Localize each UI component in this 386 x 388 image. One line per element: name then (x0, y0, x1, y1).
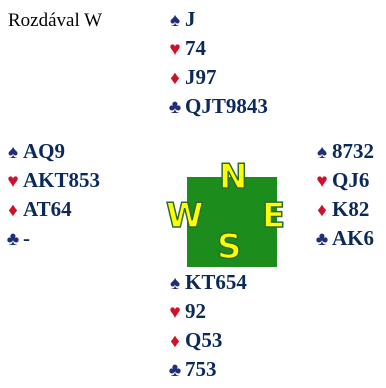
south-diamonds-cards: Q53 (185, 328, 223, 352)
compass-square (187, 177, 277, 267)
south-diamonds: ♦Q53 (165, 326, 247, 355)
spade-icon: ♠ (316, 142, 328, 163)
west-clubs-cards: - (23, 226, 30, 250)
heart-icon: ♥ (169, 302, 181, 323)
east-diamonds-cards: K82 (332, 197, 370, 221)
north-diamonds-cards: J97 (185, 65, 217, 89)
west-spades: ♠AQ9 (3, 137, 100, 166)
north-hearts: ♥74 (165, 34, 268, 63)
west-hand: ♠AQ9 ♥AKT853 ♦AT64 ♣- (3, 137, 100, 253)
diamond-icon: ♦ (170, 68, 180, 89)
east-diamonds: ♦K82 (312, 195, 374, 224)
compass-east-letter: E (261, 196, 286, 236)
north-clubs: ♣QJT9843 (165, 92, 268, 121)
south-hearts-cards: 92 (185, 299, 206, 323)
north-spades-cards: J (185, 7, 196, 31)
diamond-icon: ♦ (8, 200, 18, 221)
north-diamonds: ♦J97 (165, 63, 268, 92)
west-diamonds: ♦AT64 (3, 195, 100, 224)
spade-icon: ♠ (169, 10, 181, 31)
east-clubs: ♣AK6 (312, 224, 374, 253)
west-hearts: ♥AKT853 (3, 166, 100, 195)
west-hearts-cards: AKT853 (23, 168, 101, 192)
heart-icon: ♥ (316, 171, 328, 192)
compass-west-letter: W (165, 196, 204, 236)
club-icon: ♣ (315, 229, 329, 250)
compass-south-letter: S (216, 227, 242, 267)
east-clubs-cards: AK6 (332, 226, 374, 250)
dealer-label: Rozdával W (8, 10, 103, 31)
south-spades: ♠KT654 (165, 268, 247, 297)
spade-icon: ♠ (7, 142, 19, 163)
north-hand: ♠J ♥74 ♦J97 ♣QJT9843 (165, 5, 268, 121)
diamond-icon: ♦ (317, 200, 327, 221)
east-hand: ♠8732 ♥QJ6 ♦K82 ♣AK6 (312, 137, 374, 253)
east-spades-cards: 8732 (332, 139, 374, 163)
east-hearts: ♥QJ6 (312, 166, 374, 195)
north-hearts-cards: 74 (185, 36, 206, 60)
north-clubs-cards: QJT9843 (185, 94, 268, 118)
north-spades: ♠J (165, 5, 268, 34)
heart-icon: ♥ (169, 39, 181, 60)
west-clubs: ♣- (3, 224, 100, 253)
south-hand: ♠KT654 ♥92 ♦Q53 ♣753 (165, 268, 247, 384)
heart-icon: ♥ (7, 171, 19, 192)
south-clubs: ♣753 (165, 355, 247, 384)
club-icon: ♣ (6, 229, 20, 250)
east-spades: ♠8732 (312, 137, 374, 166)
south-clubs-cards: 753 (185, 357, 217, 381)
west-diamonds-cards: AT64 (23, 197, 72, 221)
compass-north-letter: N (218, 157, 248, 197)
club-icon: ♣ (168, 97, 182, 118)
spade-icon: ♠ (169, 273, 181, 294)
east-hearts-cards: QJ6 (332, 168, 370, 192)
club-icon: ♣ (168, 360, 182, 381)
west-spades-cards: AQ9 (23, 139, 65, 163)
south-hearts: ♥92 (165, 297, 247, 326)
south-spades-cards: KT654 (185, 270, 247, 294)
diamond-icon: ♦ (170, 331, 180, 352)
